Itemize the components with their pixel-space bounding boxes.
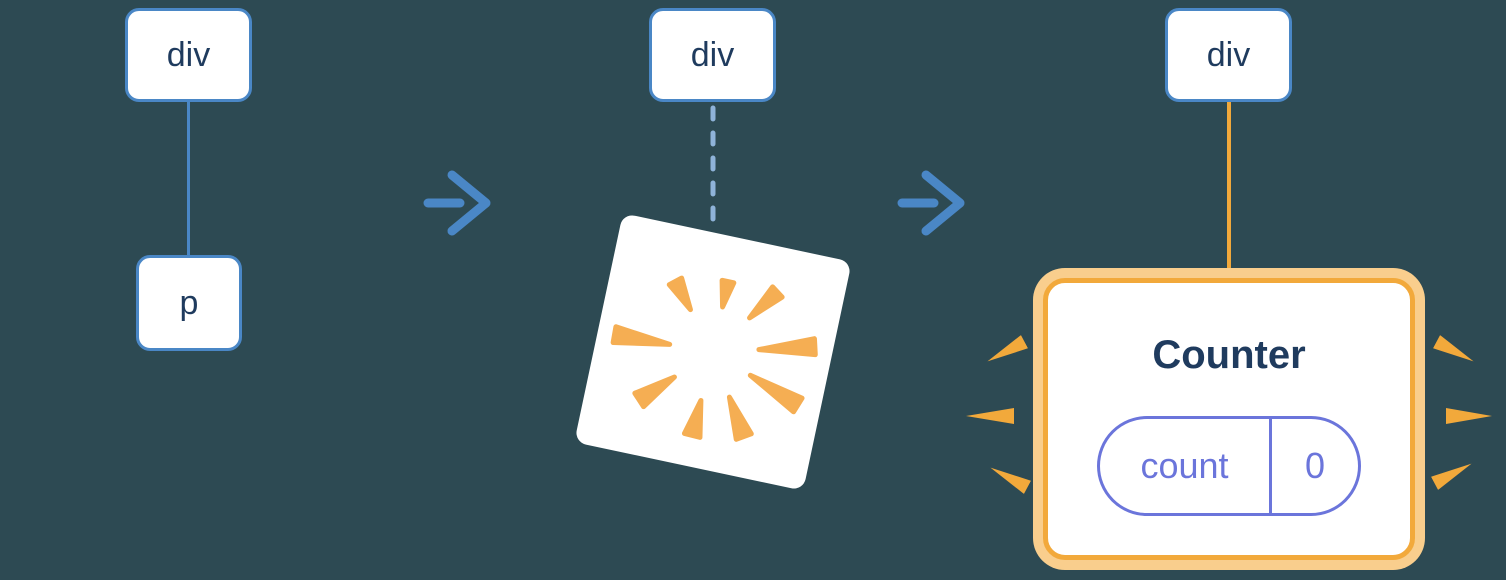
node-label: div: [1206, 35, 1251, 74]
tree-node-div-1: div: [125, 8, 252, 102]
sparkle-icon: [987, 461, 1031, 494]
node-label: p: [179, 283, 199, 322]
state-name: count: [1140, 445, 1229, 486]
sparkle-icon: [1433, 335, 1477, 368]
sparkle-icon: [1431, 457, 1475, 490]
sparkle-icon: [984, 335, 1028, 368]
edge-div-to-counter: [1227, 102, 1231, 278]
counter-component-card: Counter count 0: [1043, 278, 1415, 560]
edge-deleted-dashed: [710, 105, 716, 231]
node-label: div: [166, 35, 211, 74]
tree-node-div-3: div: [1165, 8, 1292, 102]
state-pill: count 0: [1097, 416, 1361, 516]
component-title: Counter: [1152, 333, 1306, 377]
arrow-right-icon: [423, 170, 491, 236]
sparkle-icon: [966, 408, 1014, 424]
sparkle-icon: [1446, 408, 1492, 424]
tree-node-div-2: div: [649, 8, 776, 102]
tree-node-p: p: [136, 255, 242, 351]
state-value: 0: [1304, 445, 1326, 486]
poof-burst-icon: [574, 213, 852, 491]
pill-divider: [1269, 419, 1272, 513]
arrow-right-icon: [897, 170, 965, 236]
burst-spikes: [610, 275, 818, 442]
edge-div-to-p: [187, 102, 190, 255]
node-label: div: [690, 35, 735, 74]
